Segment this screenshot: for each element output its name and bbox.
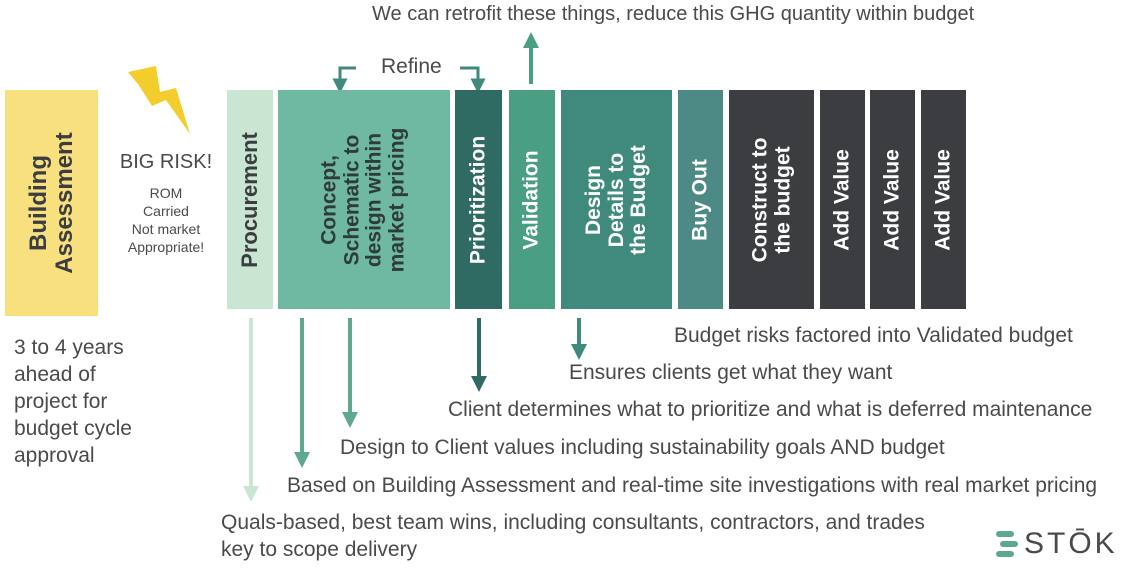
stage-label: Prioritization: [466, 135, 490, 264]
stage-label: Validation: [519, 149, 543, 250]
lightning-icon: [128, 66, 190, 134]
note-based-on: Based on Building Assessment and real-ti…: [287, 474, 1098, 497]
stage-label: Add Value: [830, 148, 854, 251]
stage-label: Details to: [604, 152, 628, 247]
stage-prioritization: Prioritization: [455, 90, 502, 309]
stage-label: the budget: [770, 145, 794, 254]
stage-add-value-1: Add Value: [820, 90, 865, 309]
stage-label: Add Value: [880, 148, 904, 251]
stage-label: Construct to: [747, 137, 771, 262]
note-budget-risks: Budget risks factored into Validated bud…: [674, 324, 1073, 347]
left-note-line: project for: [14, 390, 108, 413]
building-assessment-line2: Assessment: [50, 132, 78, 274]
stage-add-value-2: Add Value: [870, 90, 915, 309]
refine-label: Refine: [381, 55, 442, 78]
left-note-line: approval: [14, 444, 95, 467]
stage-label: Design: [581, 164, 605, 235]
logo-mark-icon: [996, 531, 1018, 557]
logo-text: STŌK: [1024, 527, 1118, 560]
top-note: We can retrofit these things, reduce thi…: [372, 3, 975, 25]
stage-label: Concept,: [317, 154, 341, 245]
stage-label: the Budget: [626, 144, 650, 255]
left-note-line: budget cycle: [14, 417, 132, 440]
stage-label: Schematic to: [340, 134, 364, 265]
note-quals-line1: Quals-based, best team wins, including c…: [221, 511, 925, 534]
stage-buy-out: Buy Out: [678, 90, 723, 309]
stage-design-details: Design Details to the Budget: [561, 90, 672, 309]
refine-arrow-right: [460, 66, 486, 94]
stage-construct: Construct to the budget: [729, 90, 814, 309]
big-risk-callout: BIG RISK! ROM Carried Not market Appropr…: [106, 150, 226, 256]
big-risk-line3: Not market: [131, 221, 201, 237]
stage-add-value-3: Add Value: [921, 90, 966, 309]
note-design-to-client: Design to Client values including sustai…: [340, 436, 945, 459]
note-ensures: Ensures clients get what they want: [569, 361, 893, 384]
building-assessment-line1: Building: [24, 155, 52, 251]
refine-arrow-left: [332, 66, 356, 94]
big-risk-line1: ROM: [149, 185, 183, 201]
big-risk-line2: Carried: [143, 203, 189, 219]
note-quals-line2: key to scope delivery: [221, 538, 418, 561]
stage-label: market pricing: [385, 127, 409, 272]
stage-label: Procurement: [237, 131, 263, 268]
big-risk-title: BIG RISK!: [119, 151, 213, 173]
stage-label: Add Value: [931, 148, 955, 251]
stage-label: design within: [363, 132, 386, 267]
left-note-line: ahead of: [14, 363, 96, 386]
building-assessment-block: Building Assessment: [5, 90, 98, 316]
stage-label: Buy Out: [688, 158, 712, 241]
stage-concept: Concept, Schematic to design within mark…: [278, 90, 450, 309]
note-client-determines: Client determines what to prioritize and…: [448, 398, 1093, 421]
stage-validation: Validation: [509, 90, 555, 309]
stage-procurement: Procurement: [227, 90, 273, 309]
left-note: 3 to 4 years ahead of project for budget…: [14, 334, 132, 469]
left-note-line: 3 to 4 years: [14, 336, 124, 359]
big-risk-line4: Appropriate!: [127, 239, 205, 255]
